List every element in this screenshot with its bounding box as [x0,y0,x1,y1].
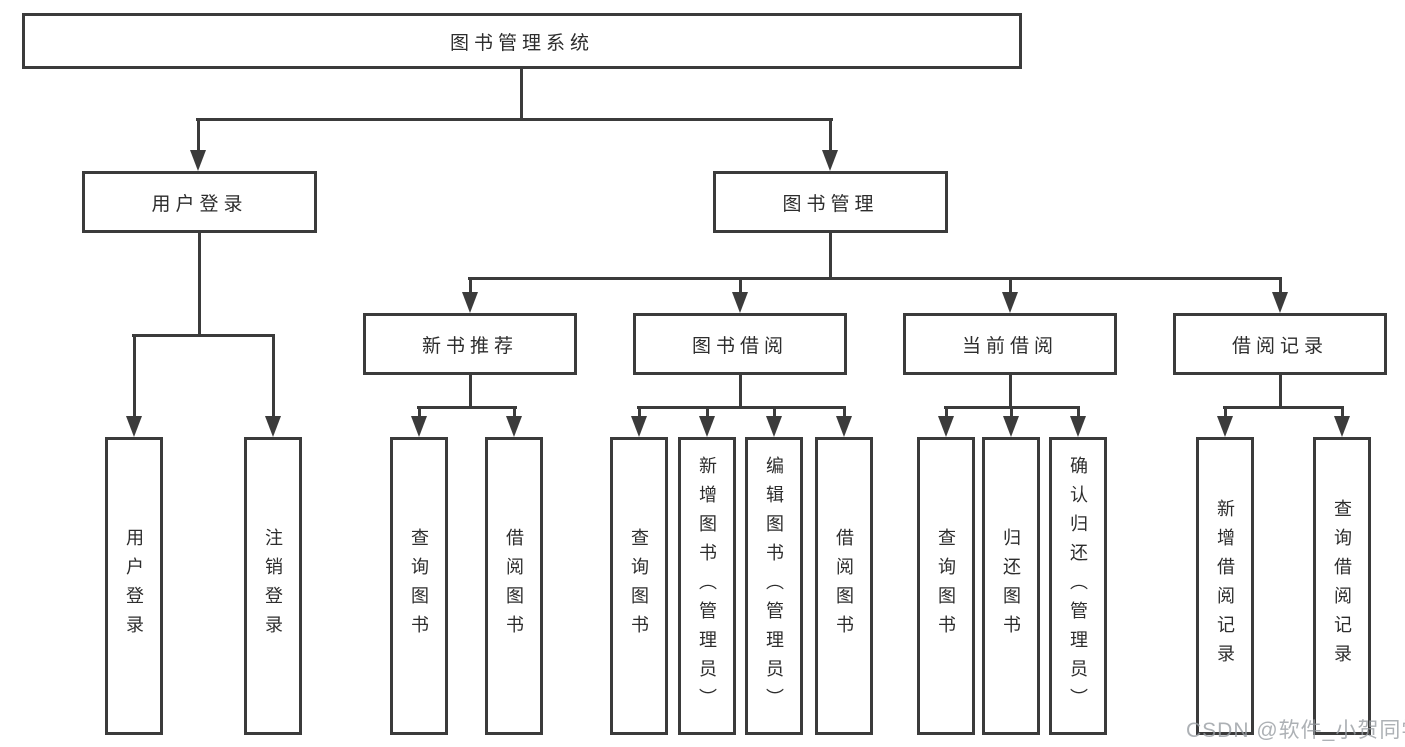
connector-line [1009,280,1012,292]
arrow-down-icon [732,292,748,313]
leaf-query-borrow-record: 查询借阅记录 [1313,437,1371,735]
leaf-label: 归还图书 [1001,528,1021,644]
connector-line [773,409,776,416]
node-label: 图书管理系统 [449,32,594,54]
arrow-down-icon [938,416,954,437]
leaf-label: 新增借阅记录 [1215,499,1235,673]
leaf-confirm-return-admin: 确认归还（管理员） [1049,437,1107,735]
arrow-down-icon [126,416,142,437]
leaf-label: 用户登录 [124,528,144,644]
arrow-down-icon [631,416,647,437]
leaf-query-books-3: 查询图书 [917,437,975,735]
node-label: 当前借阅 [961,335,1058,357]
node-library-system: 图书管理系统 [22,13,1022,69]
leaf-borrow-books-2: 借阅图书 [815,437,873,735]
leaf-label: 编辑图书（管理员） [764,455,784,717]
arrow-down-icon [822,150,838,171]
arrow-down-icon [1217,416,1233,437]
node-current-borrow: 当前借阅 [903,313,1117,375]
arrow-down-icon [1003,416,1019,437]
arrow-down-icon [1334,416,1350,437]
leaf-add-borrow-record: 新增借阅记录 [1196,437,1254,735]
arrow-down-icon [1272,292,1288,313]
leaf-label: 新增图书（管理员） [697,455,717,717]
leaf-label: 查询图书 [409,528,429,644]
node-label: 图书借阅 [691,335,788,357]
leaf-add-book-admin: 新增图书（管理员） [678,437,736,735]
connector-line [1341,409,1344,416]
connector-line [739,375,742,408]
arrow-down-icon [1002,292,1018,313]
connector-line [637,406,846,409]
node-new-book-recommend: 新书推荐 [363,313,577,375]
leaf-label: 查询借阅记录 [1332,499,1352,673]
arrow-down-icon [699,416,715,437]
arrow-down-icon [265,416,281,437]
leaf-query-books-1: 查询图书 [390,437,448,735]
connector-line [829,233,832,278]
node-label: 借阅记录 [1231,335,1328,357]
node-user-login: 用户登录 [82,171,317,233]
connector-line [469,280,472,292]
connector-line [829,121,832,152]
connector-line [944,406,1080,409]
connector-line [739,280,742,292]
connector-line [198,233,201,336]
leaf-user-login: 用户登录 [105,437,163,735]
connector-line [197,121,200,152]
node-label: 新书推荐 [421,335,518,357]
arrow-down-icon [411,416,427,437]
node-book-borrow: 图书借阅 [633,313,847,375]
leaf-query-books-2: 查询图书 [610,437,668,735]
connector-line [272,337,275,416]
connector-line [638,409,641,416]
connector-line [133,337,136,416]
node-borrow-records: 借阅记录 [1173,313,1387,375]
watermark-text: CSDN @软件_小贺同学 [1186,719,1405,742]
leaf-label: 查询图书 [936,528,956,644]
arrow-down-icon [462,292,478,313]
connector-line [1224,409,1227,416]
connector-line [132,334,275,337]
connector-line [520,69,523,120]
connector-line [469,375,472,408]
connector-line [1010,409,1013,416]
node-label: 图书管理 [782,193,879,215]
connector-line [843,409,846,416]
leaf-label: 查询图书 [629,528,649,644]
arrow-down-icon [766,416,782,437]
node-label: 用户登录 [151,193,248,215]
arrow-down-icon [836,416,852,437]
connector-line [468,277,1282,280]
node-book-management: 图书管理 [713,171,948,233]
arrow-down-icon [190,150,206,171]
leaf-label: 借阅图书 [504,528,524,644]
leaf-edit-book-admin: 编辑图书（管理员） [745,437,803,735]
connector-line [196,118,833,121]
connector-line [945,409,948,416]
connector-line [1223,406,1344,409]
leaf-label: 注销登录 [263,528,283,644]
connector-line [418,409,421,416]
connector-line [1279,375,1282,408]
leaf-label: 借阅图书 [834,528,854,644]
connector-line [706,409,709,416]
leaf-borrow-books-1: 借阅图书 [485,437,543,735]
arrow-down-icon [1070,416,1086,437]
connector-line [1009,375,1012,408]
leaf-label: 确认归还（管理员） [1068,455,1088,717]
connector-line [1077,409,1080,416]
leaf-logout-login: 注销登录 [244,437,302,735]
connector-line [1279,280,1282,292]
leaf-return-books: 归还图书 [982,437,1040,735]
arrow-down-icon [506,416,522,437]
connector-line [513,409,516,416]
connector-line [417,406,517,409]
